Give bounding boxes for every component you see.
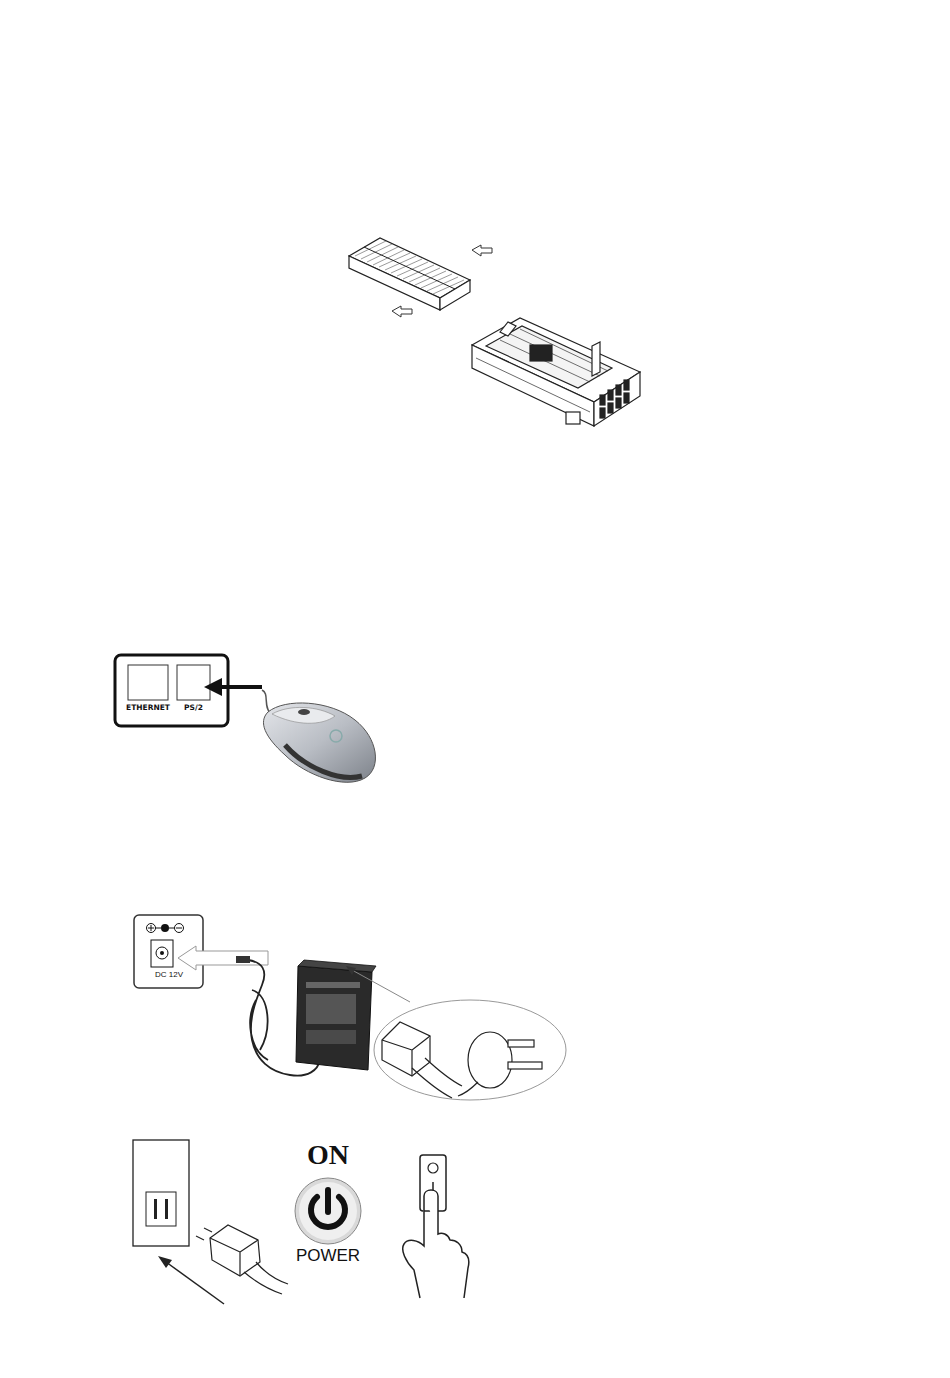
voltage-label: DC 12V — [138, 971, 200, 980]
power-label: POWER — [278, 1247, 378, 1266]
wall-outlet — [133, 1140, 189, 1246]
wall-plug — [196, 1225, 288, 1294]
insert-arrow — [178, 946, 268, 970]
slide-arrow — [392, 245, 492, 317]
drive-cover — [349, 238, 470, 310]
insert-arrow — [158, 1256, 224, 1304]
mouse — [263, 703, 375, 782]
plug-detail — [346, 966, 566, 1100]
power-label: ON — [280, 1140, 376, 1171]
hand — [403, 1190, 469, 1298]
port-panel — [115, 655, 228, 726]
port-label: ETHERNET — [124, 704, 172, 712]
plug-arrow — [204, 678, 262, 696]
dc-plug — [236, 956, 250, 963]
port-label: PS/2 — [173, 704, 214, 712]
power-symbol — [295, 1178, 361, 1244]
drive-tray — [472, 318, 640, 426]
